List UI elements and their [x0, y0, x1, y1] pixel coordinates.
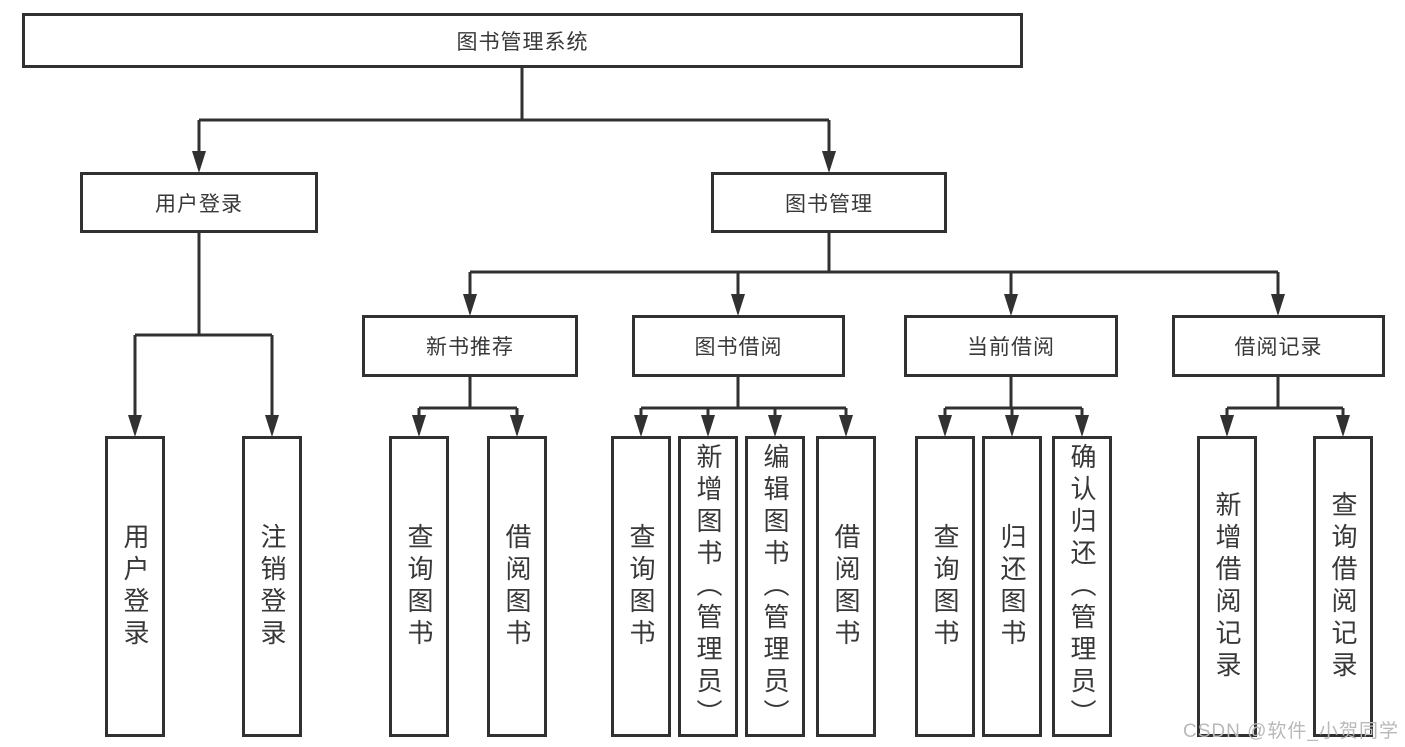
- node-library-management-system: 图书管理系统: [22, 13, 1023, 68]
- node-book-borrowing: 图书借阅: [632, 315, 845, 377]
- leaf-query-books-borrow: 查询图书: [611, 436, 671, 737]
- leaf-borrow-books-recommend: 借阅图书: [487, 436, 547, 737]
- node-book-management: 图书管理: [711, 172, 947, 233]
- leaf-user-login: 用户登录: [105, 436, 165, 737]
- node-borrowing-records: 借阅记录: [1172, 315, 1385, 377]
- leaf-query-books-current: 查询图书: [915, 436, 975, 737]
- node-new-book-recommendation: 新书推荐: [362, 315, 578, 377]
- leaf-query-borrow-record: 查询借阅记录: [1313, 436, 1373, 737]
- leaf-edit-book-admin: 编辑图书（管理员）: [745, 436, 805, 737]
- leaf-confirm-return-admin: 确认归还（管理员）: [1052, 436, 1112, 737]
- leaf-query-books-recommend: 查询图书: [389, 436, 449, 737]
- node-current-borrowing: 当前借阅: [904, 315, 1118, 377]
- leaf-logout: 注销登录: [242, 436, 302, 737]
- leaf-add-borrow-record: 新增借阅记录: [1197, 436, 1257, 737]
- leaf-return-books: 归还图书: [982, 436, 1042, 737]
- node-user-login: 用户登录: [80, 172, 318, 233]
- leaf-borrow-books: 借阅图书: [816, 436, 876, 737]
- leaf-add-book-admin: 新增图书（管理员）: [678, 436, 738, 737]
- csdn-watermark: CSDN @软件_小贺同学: [1183, 721, 1399, 742]
